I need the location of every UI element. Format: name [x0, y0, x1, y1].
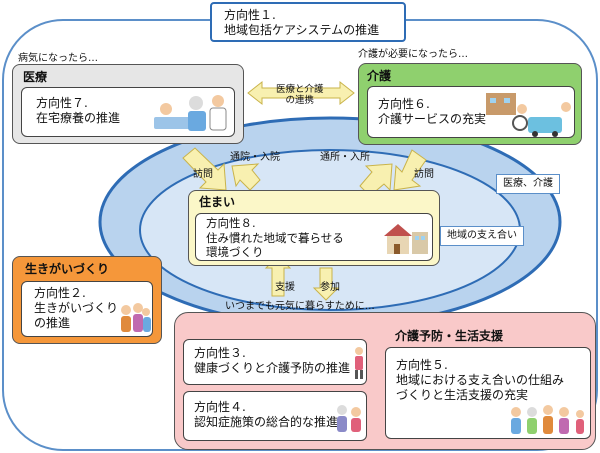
- care-header: 介護: [367, 69, 392, 83]
- note-sick: 病気になったら…: [18, 53, 98, 64]
- label-support: 支援: [275, 282, 295, 293]
- label-daycare: 通所・入所: [320, 152, 370, 163]
- title-line1: 方向性１.: [224, 8, 276, 22]
- prevention-item5: 方向性５. 地域における支え合いの仕組み づくりと生活支援の充実: [396, 358, 565, 402]
- label-hospital: 通院・入院: [230, 152, 280, 163]
- prevention-item4-box: 方向性４. 認知症施策の総合的な推進: [183, 391, 367, 441]
- care-illustration: [486, 93, 571, 137]
- purpose-item-box: 方向性２. 生きがいづくり の推進: [21, 281, 153, 337]
- medical-item: 方向性７. 在宅療養の推進: [36, 96, 121, 125]
- title-line2: 地域包括ケアシステムの推進: [224, 23, 380, 37]
- medical-box: 医療 方向性７. 在宅療養の推進: [12, 64, 244, 144]
- prevention-item3: 方向性３. 健康づくりと介護予防の推進: [194, 346, 351, 375]
- prevention-item4: 方向性４. 認知症施策の総合的な推進: [194, 400, 339, 429]
- participation-arrow: [312, 267, 340, 301]
- note-lifelong: いつまでも元気に暮らすために…: [225, 301, 375, 312]
- care-item-box: 方向性６. 介護サービスの充実: [367, 86, 575, 138]
- housing-illustration: [384, 224, 428, 254]
- label-med-care-link: 医療と介護 の連携: [276, 84, 324, 106]
- label-visit-right: 訪問: [414, 169, 434, 180]
- prevention-box: 介護予防・生活支援 方向性３. 健康づくりと介護予防の推進 方向性４. 認知症施…: [174, 312, 596, 450]
- label-participation: 参加: [320, 282, 340, 293]
- ring-label-inner: 地域の支え合い: [440, 226, 524, 246]
- housing-box: 住まい 方向性８. 住み慣れた地域で暮らせる 環境づくり: [188, 190, 440, 266]
- medical-illustration: [154, 95, 227, 131]
- purpose-illustration: [121, 303, 151, 332]
- care-item: 方向性６. 介護サービスの充実: [378, 97, 487, 126]
- purpose-header: 生きがいづくり: [25, 262, 110, 276]
- label-visit-left: 訪問: [193, 169, 213, 180]
- prevention-header: 介護予防・生活支援: [395, 329, 504, 343]
- visit-left-arrow: [182, 147, 227, 191]
- community-illustration: [511, 405, 584, 434]
- note-care-needed: 介護が必要になったら…: [358, 49, 468, 60]
- ring-label-outer: 医療、介護: [496, 174, 560, 194]
- purpose-box: 生きがいづくり 方向性２. 生きがいづくり の推進: [12, 256, 162, 344]
- med-care-link-arrow: [247, 80, 355, 106]
- housing-item: 方向性８. 住み慣れた地域で暮らせる 環境づくり: [206, 216, 344, 259]
- medical-item-box: 方向性７. 在宅療養の推進: [21, 87, 235, 137]
- visit-right-arrow: [393, 149, 427, 191]
- prevention-item3-box: 方向性３. 健康づくりと介護予防の推進: [183, 339, 367, 385]
- housing-header: 住まい: [199, 195, 236, 209]
- medical-header: 医療: [23, 70, 48, 84]
- hospital-arrow: [231, 163, 261, 191]
- dementia-illustration: [337, 405, 361, 432]
- prevention-item5-box: 方向性５. 地域における支え合いの仕組み づくりと生活支援の充実: [385, 347, 591, 439]
- purpose-item: 方向性２. 生きがいづくり の推進: [34, 286, 119, 330]
- exercise-illustration: [355, 347, 363, 379]
- title-box: 方向性１. 地域包括ケアシステムの推進: [210, 2, 406, 42]
- housing-item-box: 方向性８. 住み慣れた地域で暮らせる 環境づくり: [195, 213, 433, 261]
- care-box: 介護 方向性６. 介護サービスの充実: [358, 63, 582, 145]
